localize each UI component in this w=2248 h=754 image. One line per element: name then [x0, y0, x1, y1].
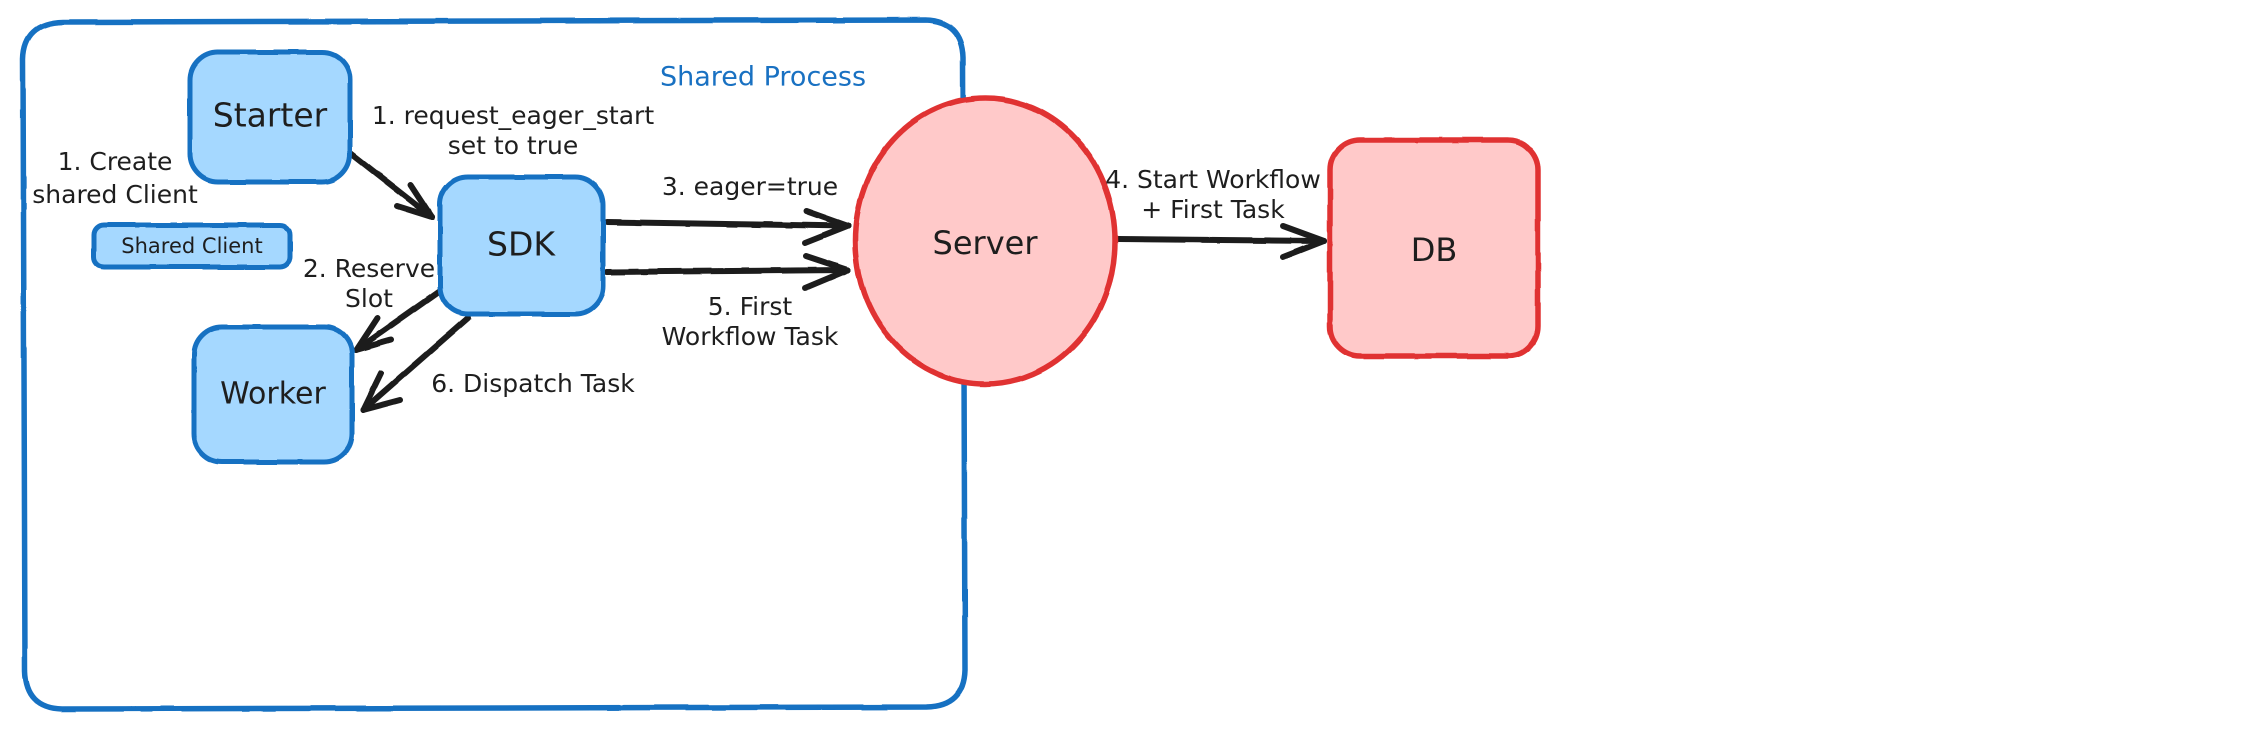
node-sdk-shape[interactable] — [437, 174, 606, 317]
edge-request-eager-start — [346, 149, 435, 220]
arrowhead-upper-dispatch — [360, 397, 403, 413]
node-sdk-label: SDK — [487, 225, 556, 264]
arrow-line-sdk-to-worker-reserve — [353, 287, 444, 353]
arrowhead-upper-starter-to-sdk — [394, 203, 435, 220]
edge-label-first-workflow-task-line2: Workflow Task — [662, 322, 839, 351]
node-db[interactable] — [1327, 137, 1541, 359]
edge-reserve-slot — [353, 287, 444, 353]
shared-process-border — [20, 17, 968, 712]
node-server-shape[interactable] — [852, 95, 1118, 387]
arrowhead-lower-eager — [802, 223, 851, 246]
arrowhead-lower-server-to-db — [1280, 238, 1327, 260]
node-starter[interactable] — [187, 49, 353, 185]
arrow-line-sdk-to-server-eager — [604, 219, 851, 229]
edge-label-dispatch-task: 6. Dispatch Task — [431, 369, 635, 398]
node-db-shape[interactable] — [1327, 137, 1541, 359]
node-worker-label: Worker — [220, 377, 326, 412]
edge-label-start-workflow-line1: 4. Start Workflow — [1105, 165, 1321, 194]
edge-label-create-shared-client-line1: 1. Create — [58, 147, 173, 176]
node-worker-shape[interactable] — [191, 324, 355, 465]
edge-eager-true — [604, 208, 851, 246]
node-shared-client-shape[interactable] — [91, 222, 293, 270]
arrowhead-lower-first-task — [802, 267, 851, 291]
edge-label-eager-true: 3. eager=true — [662, 172, 838, 201]
node-server[interactable] — [852, 95, 1118, 387]
arrowhead-upper-server-to-db — [1280, 223, 1327, 244]
shared-process-label: Shared Process — [660, 62, 866, 93]
edge-first-workflow-task — [604, 253, 851, 291]
arrowhead-upper-reserve — [353, 337, 394, 353]
edge-label-request-eager-start-line1: 1. request_eager_start — [372, 101, 654, 130]
arrow-line-starter-to-sdk — [346, 149, 435, 220]
arrowhead-lower-starter-to-sdk — [408, 182, 435, 220]
edge-start-workflow — [1115, 223, 1327, 260]
edge-label-reserve-slot-line1: 2. Reserve — [303, 254, 435, 283]
node-shared-client-label: Shared Client — [121, 234, 262, 258]
arrow-line-sdk-to-worker-dispatch — [360, 315, 471, 413]
node-starter-shape[interactable] — [187, 49, 353, 185]
edge-label-request-eager-start-line2: set to true — [448, 131, 579, 160]
edge-label-create-shared-client-line2: shared Client — [32, 180, 198, 209]
edge-label-first-workflow-task-line1: 5. First — [708, 292, 793, 321]
node-sdk[interactable] — [437, 174, 606, 317]
node-server-label: Server — [933, 224, 1039, 262]
arrowhead-lower-reserve — [353, 315, 380, 353]
edge-label-reserve-slot-line2: Slot — [345, 284, 393, 313]
node-shared-client[interactable] — [91, 222, 293, 270]
node-worker[interactable] — [191, 324, 355, 465]
shared-process-group — [20, 17, 968, 712]
node-db-label: DB — [1411, 231, 1458, 269]
arrow-line-sdk-to-server-first-task — [604, 267, 851, 275]
node-starter-label: Starter — [213, 96, 328, 135]
arrow-line-server-to-db — [1115, 236, 1327, 244]
arrowhead-upper-eager — [803, 208, 851, 229]
edge-dispatch-task — [360, 315, 471, 413]
arrowhead-lower-dispatch — [360, 370, 384, 413]
arrowhead-upper-first-task — [803, 253, 851, 273]
edge-label-start-workflow-line2: + First Task — [1141, 195, 1285, 224]
